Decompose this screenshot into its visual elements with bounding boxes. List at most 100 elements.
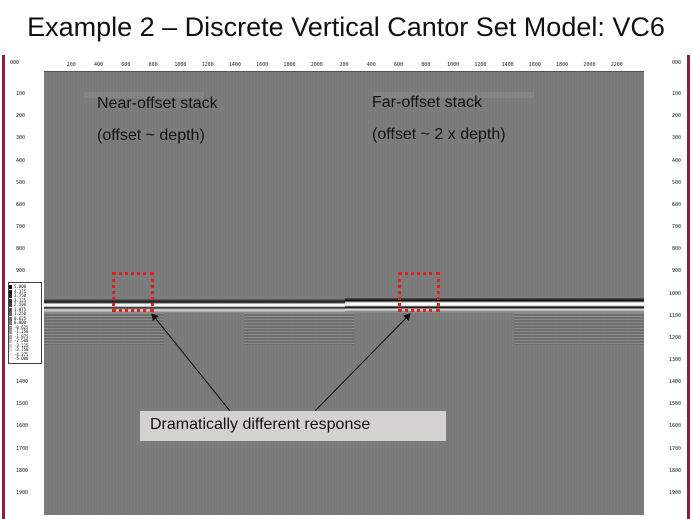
colorbar-swatch [9, 343, 12, 348]
right-depth-axis: 100 200 300 400 500 600 700 800 900 1000 1100 1200 1… [655, 70, 681, 515]
right-tick-label: 300 [671, 135, 681, 142]
right-tick-label: 1300 [668, 356, 681, 363]
left-tick-label: 200 [16, 113, 26, 120]
colorbar-label: 5.000 [14, 284, 27, 289]
seismic-section [44, 72, 644, 515]
far-offset-caption: (offset ~ 2 x depth) [372, 126, 506, 143]
top-tick-label: 1000 [174, 62, 187, 68]
colorbar-swatch [9, 330, 12, 334]
top-tick-label: 800 [421, 62, 431, 68]
callout-text: Dramatically different response [150, 416, 371, 433]
near-offset-highlight-box [112, 272, 154, 312]
colorbar-swatch [9, 339, 12, 343]
colorbar-swatch [9, 285, 12, 289]
top-tick-label: 1600 [528, 62, 541, 68]
colorbar-label: -0.625 [14, 324, 29, 330]
colorbar-swatch [9, 298, 12, 303]
colorbar-swatch [9, 352, 12, 357]
right-tick-label: 1900 [668, 489, 681, 496]
colorbar-swatch [9, 312, 12, 316]
far-offset-highlight-box [398, 272, 440, 312]
top-tick-label: 1800 [283, 62, 296, 68]
right-tick-label: 1800 [668, 467, 681, 474]
left-tick-label: 400 [16, 157, 26, 164]
ringing-zone [244, 313, 354, 345]
shallow-noise [374, 92, 534, 98]
left-depth-axis: 100 200 300 400 500 600 700 800 900 1400 1500 1600 1… [10, 70, 36, 515]
shallow-noise [84, 92, 204, 98]
top-tick-label: 400 [366, 62, 376, 68]
left-tick-label: 1400 [16, 379, 29, 386]
colorbar-label: -3.125 [14, 342, 29, 348]
right-tick-label: 800 [671, 246, 681, 253]
top-tick-label: 2000 [583, 62, 596, 68]
colorbar-label: -1.250 [14, 329, 29, 334]
top-tick-label: 1400 [228, 62, 241, 68]
colorbar-label: -3.750 [14, 347, 29, 352]
left-accent-bar [2, 55, 5, 519]
top-axis-line [44, 71, 644, 72]
right-tick-label: 600 [671, 201, 681, 208]
ringing-zone [44, 313, 164, 345]
left-tick-label: 700 [16, 224, 26, 231]
left-tick-label: 600 [16, 201, 26, 208]
colorbar-swatch [9, 307, 12, 312]
top-tick-label: 1600 [256, 62, 269, 68]
colorbar-swatch [9, 325, 12, 330]
colorbar-label: 3.125 [14, 297, 27, 303]
left-tick-label: 100 [16, 91, 26, 98]
top-tick-label: 200 [339, 62, 349, 68]
left-tick-label: 1600 [16, 423, 29, 430]
colorbar-label: 4.375 [14, 288, 27, 294]
right-tick-label: 900 [671, 268, 681, 275]
top-left-corner-label: 000 [10, 60, 20, 66]
right-tick-label: 1000 [668, 290, 681, 297]
colorbar-swatch [9, 303, 12, 307]
colorbar-label: 0.625 [14, 315, 27, 321]
left-tick-label: 900 [16, 268, 26, 275]
colorbar-label: -4.375 [14, 351, 29, 357]
colorbar-label: -5.000 [14, 356, 29, 361]
right-tick-label: 1200 [668, 334, 681, 341]
far-offset-reflector [345, 298, 644, 312]
colorbar-swatch [9, 321, 12, 325]
near-offset-caption: (offset ~ depth) [97, 127, 205, 144]
right-tick-label: 1600 [668, 423, 681, 430]
left-tick-label: 1500 [16, 401, 29, 408]
right-tick-label: 200 [671, 113, 681, 120]
colorbar-label: 1.250 [14, 311, 27, 316]
colorbar-swatch [9, 357, 12, 361]
top-tick-label: 1000 [447, 62, 460, 68]
near-offset-label: Near-offset stack [97, 95, 218, 112]
colorbar-label: 2.500 [14, 302, 27, 307]
colorbar-label: -2.500 [14, 338, 29, 343]
right-tick-label: 1700 [668, 445, 681, 452]
colorbar-swatch [9, 294, 12, 298]
colorbar-label: -1.875 [14, 333, 29, 339]
right-tick-label: 400 [671, 157, 681, 164]
right-tick-label: 1100 [668, 312, 681, 319]
colorbar-swatch [9, 348, 12, 352]
far-offset-label: Far-offset stack [372, 94, 482, 111]
right-tick-label: 700 [671, 224, 681, 231]
colorbar-swatch [9, 289, 12, 294]
top-tick-label: 1200 [201, 62, 214, 68]
top-tick-label: 200 [66, 62, 76, 68]
left-tick-label: 800 [16, 246, 26, 253]
top-tick-label: 2000 [310, 62, 323, 68]
top-tick-label: 800 [148, 62, 158, 68]
left-tick-label: 300 [16, 135, 26, 142]
colorbar-swatch [9, 316, 12, 321]
top-tick-label: 1200 [474, 62, 487, 68]
left-tick-label: 500 [16, 179, 26, 186]
right-tick-label: 500 [671, 179, 681, 186]
colorbar-label: 0.000 [14, 320, 27, 325]
right-tick-label: 100 [671, 91, 681, 98]
top-tick-label: 600 [121, 62, 131, 68]
right-accent-bar [687, 55, 690, 519]
ringing-zone [514, 313, 644, 345]
slide-title: Example 2 – Discrete Vertical Cantor Set… [27, 12, 665, 42]
left-tick-label: 1700 [16, 445, 29, 452]
left-tick-label: 1900 [16, 489, 29, 496]
